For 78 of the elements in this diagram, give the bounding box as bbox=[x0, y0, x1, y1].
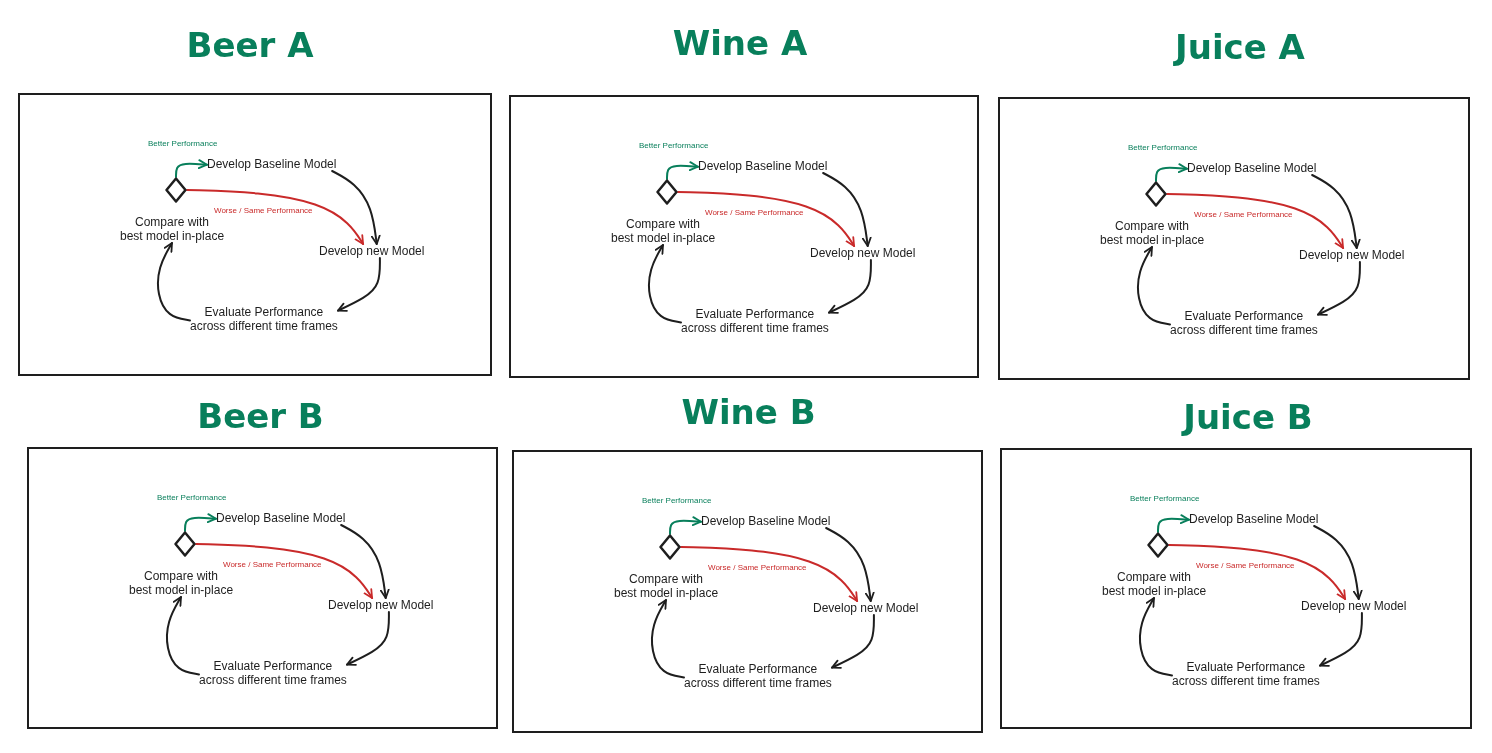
step-label: Develop new Model bbox=[810, 246, 916, 260]
arrow bbox=[1317, 261, 1361, 316]
step-label: Develop Baseline Model bbox=[701, 514, 831, 528]
arrow bbox=[165, 596, 200, 676]
step-label: Compare with best model in-place bbox=[611, 217, 716, 245]
step-label: Develop new Model bbox=[319, 244, 425, 258]
arrow bbox=[831, 614, 875, 669]
arrow bbox=[1311, 174, 1361, 249]
panel-title: Wine B bbox=[681, 392, 816, 432]
arrow bbox=[175, 159, 208, 178]
panel-title: Wine A bbox=[672, 23, 808, 63]
edge-label: Better Performance bbox=[148, 139, 218, 149]
edge-label: Worse / Same Performance bbox=[1194, 210, 1293, 220]
decision-diamond bbox=[656, 179, 678, 205]
step-label: Develop new Model bbox=[328, 598, 434, 612]
decision-diamond bbox=[165, 177, 187, 203]
edge-label: Better Performance bbox=[639, 141, 709, 151]
step-label: Evaluate Performance across different time frames bbox=[1170, 309, 1318, 337]
panel-title: Beer B bbox=[197, 396, 324, 436]
arrow bbox=[337, 257, 381, 312]
arrow bbox=[186, 189, 365, 245]
step-label: Compare with best model in-place bbox=[1102, 570, 1207, 598]
decision-diamond bbox=[1145, 181, 1167, 207]
step-label: Develop new Model bbox=[813, 601, 919, 615]
edge-label: Worse / Same Performance bbox=[705, 208, 804, 218]
arrow bbox=[184, 513, 217, 532]
step-label: Develop Baseline Model bbox=[1187, 161, 1317, 175]
step-label: Compare with best model in-place bbox=[614, 572, 719, 600]
edge-label: Better Performance bbox=[1130, 494, 1200, 504]
edge-label: Worse / Same Performance bbox=[223, 560, 322, 570]
step-label: Develop Baseline Model bbox=[216, 511, 346, 525]
step-label: Evaluate Performance across different time frames bbox=[190, 305, 338, 333]
arrow bbox=[340, 524, 390, 599]
step-label: Develop new Model bbox=[1301, 599, 1407, 613]
arrow bbox=[677, 191, 856, 247]
step-label: Compare with best model in-place bbox=[1100, 219, 1205, 247]
step-label: Evaluate Performance across different time frames bbox=[681, 307, 829, 335]
arrow bbox=[1313, 525, 1363, 600]
step-label: Compare with best model in-place bbox=[120, 215, 225, 243]
arrow bbox=[825, 527, 875, 602]
edge-label: Better Performance bbox=[157, 493, 227, 503]
arrow bbox=[1168, 544, 1347, 600]
arrow bbox=[666, 161, 699, 180]
step-label: Develop new Model bbox=[1299, 248, 1405, 262]
arrow bbox=[1319, 612, 1363, 667]
edge-label: Worse / Same Performance bbox=[708, 563, 807, 573]
step-label: Develop Baseline Model bbox=[698, 159, 828, 173]
arrow bbox=[331, 170, 381, 245]
edge-label: Worse / Same Performance bbox=[214, 206, 313, 216]
arrow bbox=[1138, 597, 1173, 677]
step-label: Evaluate Performance across different time frames bbox=[1172, 660, 1320, 688]
step-label: Develop Baseline Model bbox=[1189, 512, 1319, 526]
arrow bbox=[669, 516, 702, 535]
arrow bbox=[822, 172, 872, 247]
step-label: Compare with best model in-place bbox=[129, 569, 234, 597]
panel-title: Beer A bbox=[186, 25, 314, 65]
decision-diamond bbox=[1147, 532, 1169, 558]
arrow bbox=[346, 611, 390, 666]
step-label: Evaluate Performance across different time frames bbox=[199, 659, 347, 687]
arrow bbox=[195, 543, 374, 599]
arrow bbox=[156, 242, 191, 322]
arrow bbox=[650, 599, 685, 679]
step-label: Develop Baseline Model bbox=[207, 157, 337, 171]
decision-diamond bbox=[659, 534, 681, 560]
decision-diamond bbox=[174, 531, 196, 557]
step-label: Evaluate Performance across different time frames bbox=[684, 662, 832, 690]
panel-title: Juice A bbox=[1175, 27, 1305, 67]
arrow bbox=[1155, 163, 1188, 182]
arrow bbox=[828, 259, 872, 314]
edge-label: Better Performance bbox=[1128, 143, 1198, 153]
edge-label: Better Performance bbox=[642, 496, 712, 506]
arrow bbox=[1157, 514, 1190, 533]
arrow bbox=[647, 244, 682, 324]
edge-label: Worse / Same Performance bbox=[1196, 561, 1295, 571]
arrow bbox=[1166, 193, 1345, 249]
arrow bbox=[1136, 246, 1171, 326]
panel-title: Juice B bbox=[1183, 397, 1313, 437]
arrow bbox=[680, 546, 859, 602]
